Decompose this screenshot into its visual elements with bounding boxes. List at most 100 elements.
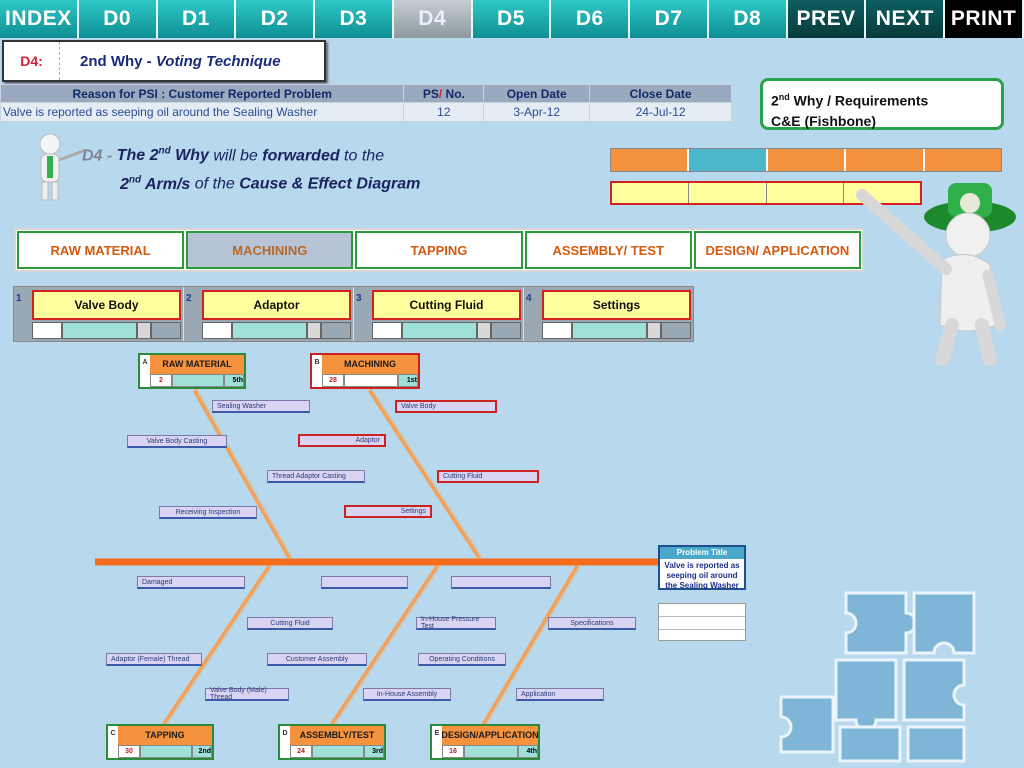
arm-number: 2 — [186, 293, 192, 304]
box-rank: 5th — [224, 373, 244, 387]
arm-cell — [321, 322, 351, 339]
cause-cutting-fluid-bottom[interactable]: Cutting Fluid — [247, 617, 333, 630]
section-code: D4: — [4, 42, 60, 80]
nav-print-button[interactable]: PRINT — [945, 0, 1024, 38]
reason-table: Reason for PSI : Customer Reported Probl… — [0, 84, 732, 122]
bone-highlights — [163, 389, 581, 729]
caption-line-1: D4 - The 2nd Why will be forwarded to th… — [82, 146, 385, 165]
cause-damaged[interactable]: Damaged — [137, 576, 245, 589]
arm-cell — [402, 322, 477, 339]
arm-cell — [151, 322, 181, 339]
why-line-2: C&E (Fishbone) — [771, 112, 876, 129]
caption-part2: will be — [208, 147, 263, 165]
nav-d0-button[interactable]: D0 — [78, 0, 158, 38]
why-line-1: 2nd Why / Requirements — [771, 92, 929, 109]
box-fill — [464, 744, 518, 758]
arm-label[interactable]: Settings — [542, 290, 691, 320]
nav-next-button[interactable]: NEXT — [866, 0, 946, 38]
section-title: 2nd Why - Voting Technique — [60, 53, 281, 70]
arm-cell — [491, 322, 521, 339]
arm-cell — [372, 322, 402, 339]
cause-settings[interactable]: Settings — [344, 505, 432, 518]
title-prefix: 2nd Why - — [80, 52, 156, 70]
arm-cell — [542, 322, 572, 339]
box-fill — [312, 744, 364, 758]
box-letter: D — [280, 726, 290, 758]
arm-label[interactable]: Cutting Fluid — [372, 290, 521, 320]
nav-d5-button[interactable]: D5 — [472, 0, 552, 38]
mini-category-preview — [610, 148, 1002, 172]
title-italic: Voting Technique — [155, 52, 281, 70]
arm-number: 3 — [356, 293, 362, 304]
pointing-figure-icon — [856, 183, 1016, 365]
category-tapping[interactable]: TAPPING — [355, 231, 523, 269]
box-rank: 2nd — [192, 744, 212, 758]
cause-valve-body-casting[interactable]: Valve Body Casting — [127, 435, 227, 448]
cause-cutting-fluid-top[interactable]: Cutting Fluid — [437, 470, 539, 483]
why-requirements-box: 2nd Why / Requirements C&E (Fishbone) — [760, 78, 1004, 130]
cause-inhouse-assembly[interactable]: In-House Assembly — [363, 688, 451, 701]
box-fill — [172, 373, 224, 387]
mini-cat-1 — [611, 149, 690, 171]
arm-cell — [647, 322, 661, 339]
cause-empty-2[interactable] — [451, 576, 551, 589]
box-letter: B — [312, 355, 322, 387]
cause-specifications[interactable]: Specifications — [548, 617, 636, 630]
open-date-cell: 3-Apr-12 — [483, 102, 591, 122]
nav-d2-button[interactable]: D2 — [236, 0, 316, 38]
cause-application[interactable]: Application — [516, 688, 604, 701]
problem-title-text: Valve is reported as seeping oil around … — [664, 561, 740, 590]
cause-receiving-inspection[interactable]: Receiving Inspection — [159, 506, 257, 519]
arm-score-row — [32, 322, 181, 339]
caption-part4: to the — [339, 147, 385, 165]
box-name: ASSEMBLY/TEST — [290, 726, 384, 745]
top-nav: INDEX D0 D1 D2 D3 D4 D5 D6 D7 D8 PREV NE… — [0, 0, 1024, 38]
arm-2: 2 Adaptor — [184, 287, 354, 341]
nav-d4-button[interactable]: D4 — [393, 0, 473, 38]
cause-inhouse-pressure-test[interactable]: In-House Pressure Test — [416, 616, 496, 630]
box-name: RAW MATERIAL — [150, 355, 244, 374]
nav-d3-button[interactable]: D3 — [315, 0, 394, 38]
category-design-application[interactable]: DESIGN/ APPLICATION — [693, 231, 862, 269]
box-fill — [140, 744, 192, 758]
notes-row — [659, 604, 745, 617]
nav-d6-button[interactable]: D6 — [551, 0, 631, 38]
nav-d7-button[interactable]: D7 — [630, 0, 709, 38]
box-name: DESIGN/APPLICATION — [441, 726, 539, 745]
caption-part6: of the — [190, 175, 240, 193]
cause-thread-adaptor-casting[interactable]: Thread Adaptor Casting — [267, 470, 365, 483]
cause-valve-body[interactable]: Valve Body — [395, 400, 497, 413]
category-machining[interactable]: MACHINING — [186, 231, 354, 269]
nav-index-button[interactable]: INDEX — [0, 0, 79, 38]
arm-4: 4 Settings — [524, 287, 693, 341]
notes-row — [659, 617, 745, 630]
cause-operating-conditions[interactable]: Operating Conditions — [418, 653, 506, 666]
caption-part7: Cause & Effect Diagram — [239, 175, 421, 193]
arm-cell — [572, 322, 647, 339]
nav-prev-button[interactable]: PREV — [787, 0, 867, 38]
category-assembly-test[interactable]: ASSEMBLY/ TEST — [524, 231, 692, 269]
caption-part3: forwarded — [262, 147, 340, 165]
cause-customer-assembly[interactable]: Customer Assembly — [267, 653, 367, 666]
mini-cat-3 — [767, 149, 847, 171]
box-rank: 1st — [398, 373, 418, 387]
nav-d1-button[interactable]: D1 — [157, 0, 237, 38]
caption-prefix: D4 - — [82, 147, 117, 165]
cause-adaptor-female-thread[interactable]: Adaptor (Female) Thread — [106, 653, 202, 666]
cause-valve-body-male-thread[interactable]: Valve Body (Male) Thread — [205, 687, 289, 701]
box-rank: 3rd — [364, 744, 384, 758]
category-raw-material[interactable]: RAW MATERIAL — [17, 231, 185, 269]
cause-adaptor[interactable]: Adaptor — [298, 434, 386, 447]
cause-empty-1[interactable] — [321, 576, 408, 589]
mini-cat-5 — [924, 149, 1002, 171]
cause-sealing-washer[interactable]: Sealing Washer — [212, 400, 310, 413]
caption-line-2: 2nd Arm/s of the Cause & Effect Diagram — [120, 174, 421, 193]
arm-label[interactable]: Adaptor — [202, 290, 351, 320]
nav-d8-button[interactable]: D8 — [708, 0, 788, 38]
box-score: 30 — [118, 744, 140, 758]
arm-label[interactable]: Valve Body — [32, 290, 181, 320]
